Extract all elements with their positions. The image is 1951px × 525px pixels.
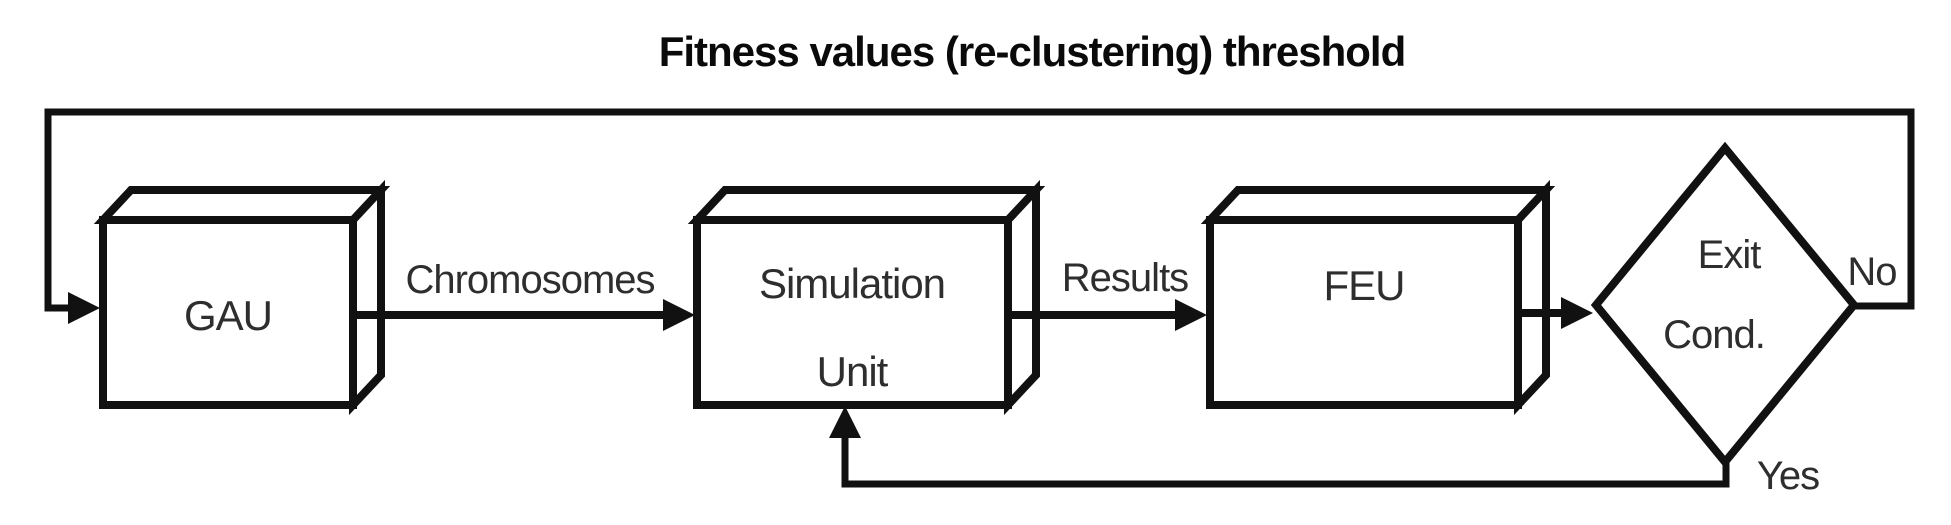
exit-condition-diamond: Exit Cond. <box>1590 141 1860 469</box>
gau-label: GAU <box>184 292 272 339</box>
no-branch-label: No <box>1847 250 1896 294</box>
gau-box-side-face <box>349 179 385 416</box>
feu-label: FEU <box>1324 262 1405 309</box>
gau-box-top-face <box>93 186 391 224</box>
feu-box-front-face <box>1206 216 1522 409</box>
no-feedback-line <box>44 108 1915 312</box>
simulation-unit-label-line1: Simulation <box>759 260 945 307</box>
simulation-unit-box-top-face <box>687 186 1046 224</box>
exit-condition-label-line2: Cond. <box>1663 313 1765 357</box>
arrowhead-into-gau <box>68 292 100 324</box>
chromosomes-arrowhead <box>663 299 695 331</box>
chromosomes-label: Chromosomes <box>405 258 654 302</box>
feu-box: FEU <box>1200 179 1556 416</box>
feu-box-side-face <box>1514 179 1550 416</box>
exit-condition-diamond-shape <box>1590 141 1860 469</box>
feu-box-top-face <box>1200 186 1556 224</box>
simulation-unit-box: Simulation Unit <box>687 179 1046 416</box>
diagram-title: Fitness values (re-clustering) threshold <box>659 28 1406 75</box>
arrowhead-into-simulation-unit <box>829 406 861 438</box>
yes-feedback-line <box>841 432 1730 488</box>
feu-to-exit-arrowhead <box>1561 297 1593 329</box>
simulation-unit-box-side-face <box>1004 179 1040 416</box>
results-label: Results <box>1062 256 1188 300</box>
exit-condition-label-line1: Exit <box>1698 233 1762 277</box>
results-arrowhead <box>1175 299 1207 331</box>
yes-branch-label: Yes <box>1757 454 1819 498</box>
gau-box: GAU <box>93 179 391 416</box>
simulation-unit-label-line2: Unit <box>817 348 889 395</box>
